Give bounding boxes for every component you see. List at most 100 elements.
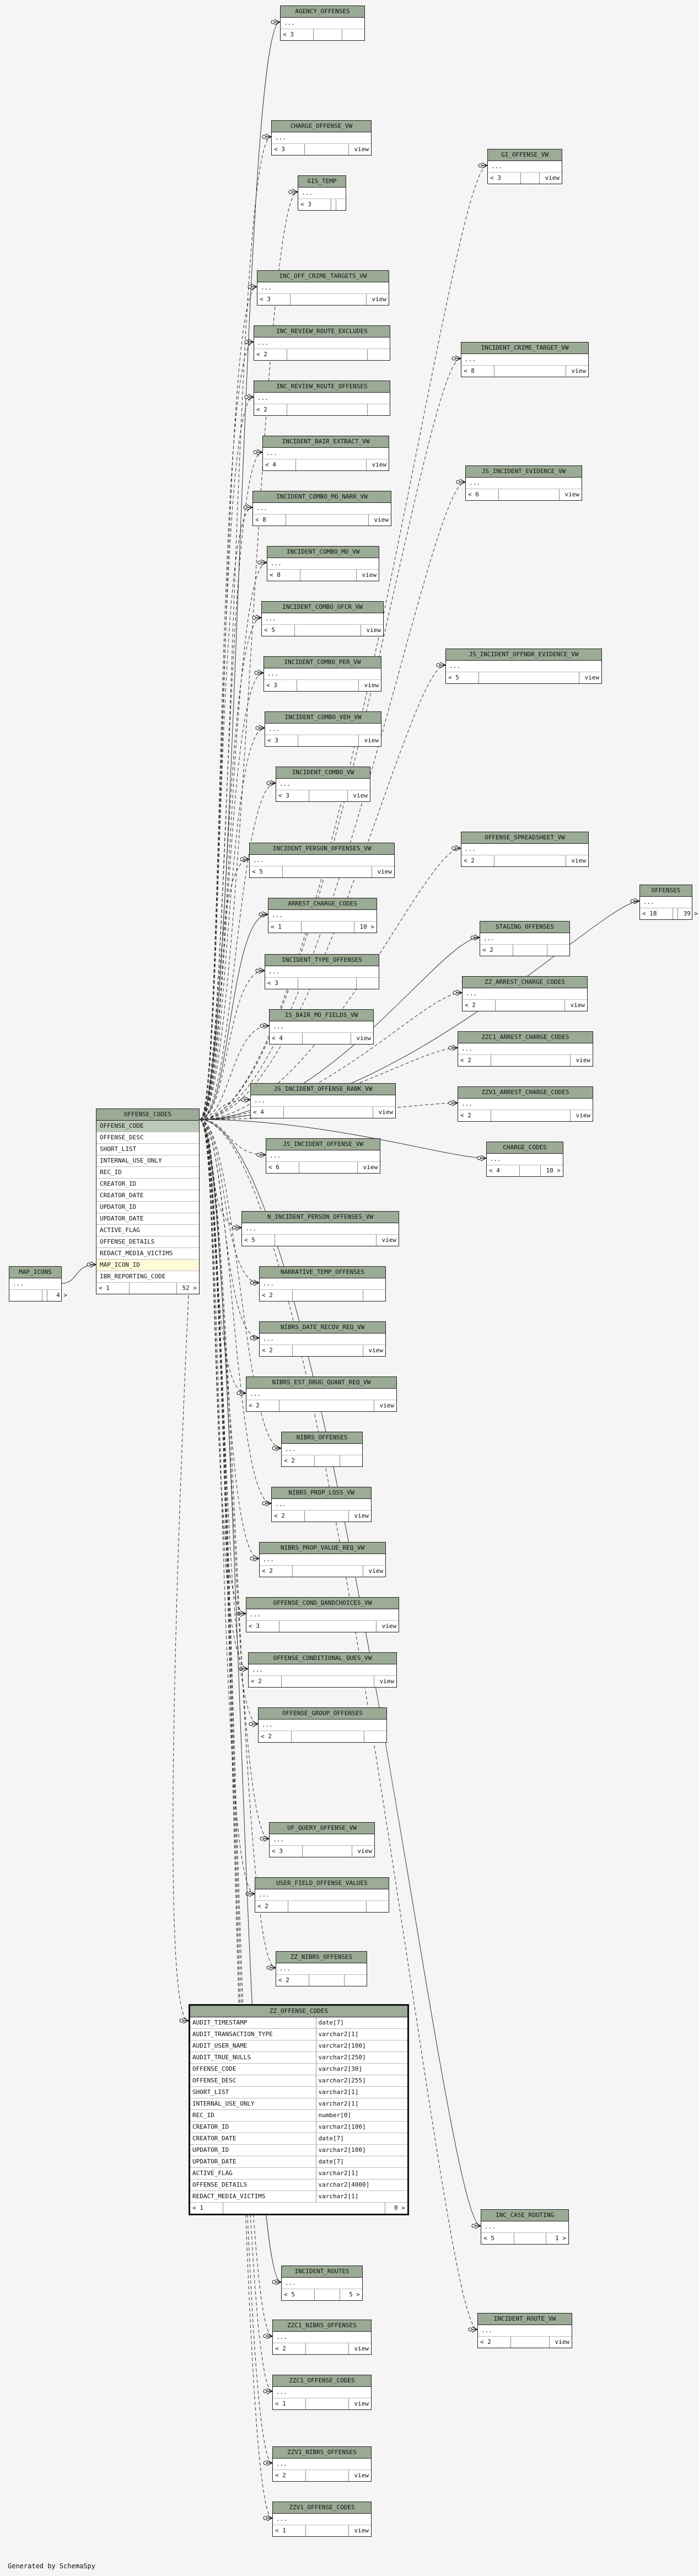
table-name[interactable]: ZZ_OFFENSE_CODES — [190, 2006, 407, 2017]
table-staging-offenses[interactable]: STAGING_OFFENSES...< 2 — [480, 921, 570, 956]
table-name[interactable]: OFFENSE_CODES — [96, 1109, 199, 1121]
table-inc-review-route-offenses[interactable]: INC_REVIEW_ROUTE_OFFENSES...< 2 — [254, 381, 390, 416]
table-name[interactable]: OFFENSES — [640, 885, 692, 897]
column-offense-desc[interactable]: OFFENSE_DESC — [96, 1132, 199, 1144]
table-user-field-offense-values[interactable]: USER_FIELD_OFFENSE_VALUES...< 2 — [255, 1877, 389, 1913]
table-name[interactable]: ARREST_CHARGE_CODES — [268, 898, 377, 910]
column-map-icon-id[interactable]: MAP_ICON_ID — [96, 1260, 199, 1271]
table-name[interactable]: ZZC1_OFFENSE_CODES — [273, 2375, 371, 2387]
column-updator-id[interactable]: UPDATOR_ID — [96, 1202, 199, 1213]
table-name[interactable]: INCIDENT_PERSON_OFFENSES_VW — [250, 843, 394, 855]
table-name[interactable]: INCIDENT_TYPE_OFFENSES — [265, 955, 379, 966]
table-name[interactable]: NIBRS_DATE_RECOV_REQ_VW — [260, 1322, 385, 1333]
table-name[interactable]: JS_INCIDENT_OFFENSE_VW — [266, 1139, 380, 1150]
table-name[interactable]: INC_OFF_CRIME_TARGETS_VW — [257, 271, 389, 282]
table-name[interactable]: ZZV1_OFFENSE_CODES — [273, 2502, 371, 2514]
table-name[interactable]: AGENCY_OFFENSES — [281, 6, 364, 18]
table-offense-group-offenses[interactable]: OFFENSE_GROUP_OFFENSES...< 2 — [258, 1707, 387, 1743]
table-name[interactable]: JS_INCIDENT_OFFNDR_EVIDENCE_VW — [446, 649, 601, 661]
table-name[interactable]: OFFENSE_GROUP_OFFENSES — [259, 1708, 386, 1720]
table-name[interactable]: NIBRS_PROP_LOSS_VW — [272, 1487, 371, 1499]
table-agency-offenses[interactable]: AGENCY_OFFENSES...< 3 — [280, 6, 365, 41]
table-name[interactable]: INCIDENT_COMBO_PER_VW — [264, 657, 381, 668]
column-creator-id[interactable]: CREATOR_ID — [96, 1179, 199, 1190]
table-name[interactable]: NIBRS_OFFENSES — [282, 1432, 362, 1444]
table-name[interactable]: MAP_ICONS — [9, 1267, 61, 1278]
table-name[interactable]: STAGING_OFFENSES — [480, 922, 569, 933]
table-nibrs-offenses[interactable]: NIBRS_OFFENSES...< 2 — [281, 1432, 363, 1467]
table-name[interactable]: INCIDENT_COMBO_OFCR_VW — [262, 602, 383, 613]
table-name[interactable]: INCIDENT_COMBO_VW — [276, 767, 370, 779]
column-rec-id[interactable]: REC_ID — [96, 1167, 199, 1179]
table-name[interactable]: INC_REVIEW_ROUTE_OFFENSES — [254, 381, 390, 393]
table-name[interactable]: ZZ_NIBRS_OFFENSES — [276, 1952, 367, 1963]
table-name[interactable]: CHARGE_OFFENSE_VW — [272, 121, 371, 132]
table-name[interactable]: JS_INCIDENT_EVIDENCE_VW — [466, 466, 582, 478]
table-name[interactable]: NIBRS_PROP_VALUE_REQ_VW — [260, 1543, 385, 1554]
column-redact-media-victims[interactable]: REDACT_MEDIA_VICTIMS — [96, 1248, 199, 1260]
column-offense-details[interactable]: OFFENSE_DETAILS — [96, 1236, 199, 1248]
table-name[interactable]: USER_FIELD_OFFENSE_VALUES — [255, 1878, 389, 1889]
table-name[interactable]: N_INCIDENT_PERSON_OFFENSES_VW — [242, 1212, 399, 1223]
table-name[interactable]: ZZC1_ARREST_CHARGE_CODES — [458, 1032, 593, 1043]
table-name[interactable]: INCIDENT_ROUTE_VW — [478, 2313, 572, 2325]
table-name[interactable]: ZZC1_NIBRS_OFFENSES — [273, 2320, 371, 2332]
table-gis-temp[interactable]: GIS_TEMP...< 3 — [298, 175, 346, 211]
table-name[interactable]: ZZ_ARREST_CHARGE_CODES — [463, 977, 587, 988]
table-name[interactable]: INC_REVIEW_ROUTE_EXCLUDES — [254, 326, 390, 338]
table-name[interactable]: NARRATIVE_TEMP_OFFENSES — [260, 1267, 385, 1278]
table-narrative-temp-offenses[interactable]: NARRATIVE_TEMP_OFFENSES...< 2 — [259, 1266, 386, 1302]
table-map-icons[interactable]: MAP_ICONS...4 > — [9, 1266, 67, 1302]
column-creator-date[interactable]: CREATOR_DATE — [96, 1190, 199, 1202]
table-name[interactable]: OFFENSE_CONDITIONAL_QUES_VW — [249, 1653, 396, 1664]
table-name[interactable]: INCIDENT_BAIR_EXTRACT_VW — [263, 436, 389, 448]
column-short-list[interactable]: SHORT_LIST — [96, 1144, 199, 1155]
table-name[interactable]: UF_QUERY_OFFENSE_VW — [270, 1823, 374, 1834]
column-active-flag[interactable]: ACTIVE_FLAG — [96, 1225, 199, 1236]
column-internal-use-only[interactable]: INTERNAL_USE_ONLY — [96, 1155, 199, 1167]
